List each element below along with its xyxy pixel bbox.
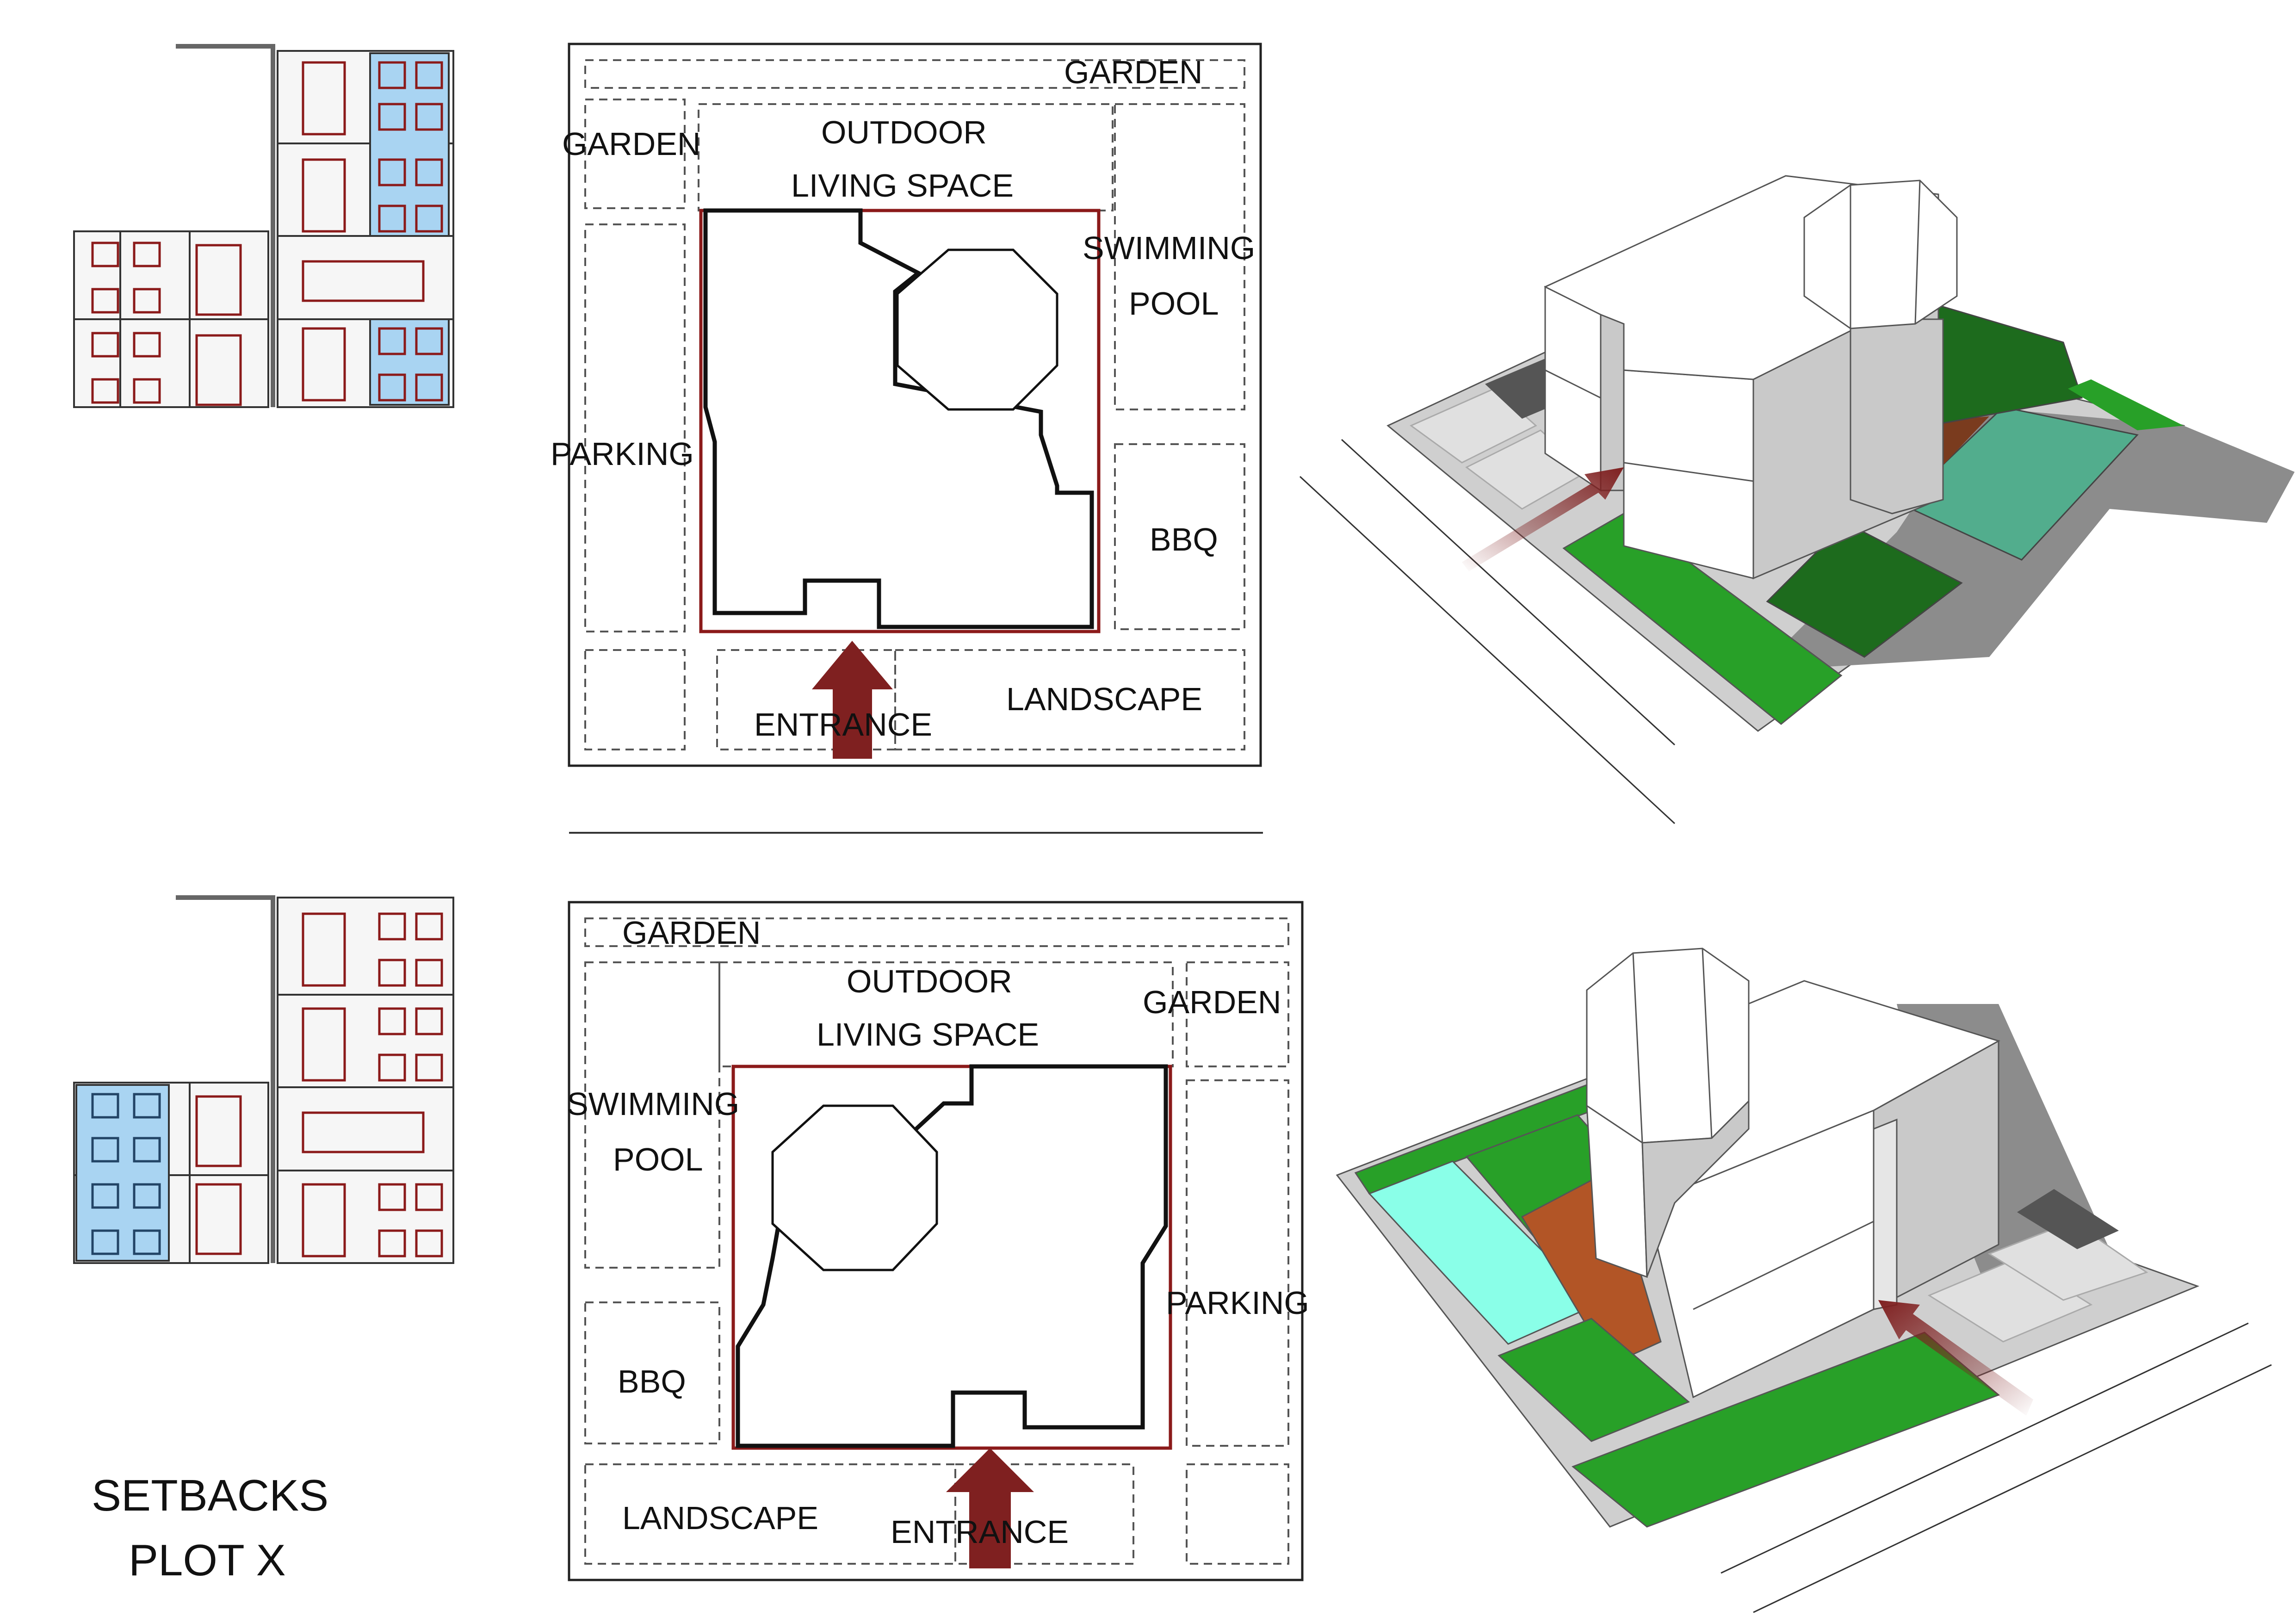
zone-bbq <box>584 1301 720 1444</box>
entrance-arrow <box>946 1448 1034 1568</box>
key-plan-bottom <box>73 895 454 1264</box>
zone-small <box>584 649 686 750</box>
light-green <box>2068 379 2184 430</box>
label-pool-2: POOL <box>613 1141 703 1177</box>
label-pool-1: SWIMMING <box>1083 230 1255 266</box>
octagon-tower <box>771 1104 938 1271</box>
label-bbq: BBQ <box>618 1363 686 1400</box>
building-face <box>1623 369 1754 579</box>
setback-line <box>731 1065 1172 1450</box>
caption-line2: PLOT X <box>129 1536 286 1585</box>
building-footprint <box>703 208 1094 629</box>
zone-garden-top <box>584 59 1245 89</box>
green-lawn <box>1498 1318 1690 1442</box>
zone-landscape <box>894 649 1245 750</box>
label-outdoor-1: OUTDOOR <box>847 963 1012 999</box>
entry-arrow <box>1878 1300 2033 1416</box>
label-garden-right: GARDEN <box>1143 984 1281 1020</box>
site-plan-bottom: GARDEN OUTDOOR LIVING SPACE GARDEN SWIMM… <box>567 901 1309 1581</box>
entry-arrow <box>1462 467 1624 571</box>
caption-line1: SETBACKS <box>92 1471 328 1520</box>
building-wing-side <box>1600 313 1625 491</box>
zone-garden-top <box>584 917 1289 947</box>
label-parking: PARKING <box>551 436 694 472</box>
brown-deck <box>1521 1169 1662 1366</box>
grey-pad <box>1927 1258 2093 1343</box>
label-pool-2: POOL <box>1129 285 1219 322</box>
zone-parking <box>584 223 686 632</box>
zone-bbq <box>1114 443 1245 630</box>
zone-entrance <box>954 1463 1134 1565</box>
tower-shade <box>1850 318 1944 514</box>
zone-swimming-pool <box>1114 103 1245 410</box>
label-parking: PARKING <box>1166 1285 1309 1321</box>
label-pool-1: SWIMMING <box>567 1086 739 1122</box>
zone-swimming-pool <box>584 961 720 1269</box>
label-outdoor-2: LIVING SPACE <box>791 167 1014 204</box>
key-plan-top <box>73 44 454 408</box>
zone-small <box>1186 1463 1289 1565</box>
site-plan-top: GARDEN GARDEN OUTDOOR LIVING SPACE SWIMM… <box>551 43 1262 767</box>
label-entrance: ENTRANCE <box>754 706 932 743</box>
grey-pad <box>1987 1220 2148 1301</box>
zone-garden-left <box>584 99 686 209</box>
green-lawn <box>1562 513 1843 725</box>
building-footprint <box>736 1064 1168 1448</box>
building-notch <box>1873 1118 1898 1310</box>
label-outdoor-1: OUTDOOR <box>821 114 987 150</box>
label-garden-left: GARDEN <box>562 126 700 162</box>
caption: SETBACKS PLOT X <box>92 1471 328 1585</box>
tower-top <box>1586 948 1750 1144</box>
tower-top <box>1803 180 1958 329</box>
massing-bottom <box>1336 948 2272 1613</box>
setback-line <box>699 209 1101 633</box>
label-garden-top: GARDEN <box>1064 54 1202 90</box>
massing-top <box>1299 175 2295 824</box>
grey-pad <box>1410 388 1537 464</box>
label-bbq: BBQ <box>1150 521 1218 558</box>
label-landscape: LANDSCAPE <box>1006 681 1202 717</box>
zone-garden-right <box>1186 961 1289 1067</box>
entrance-arrow <box>812 641 893 759</box>
site-boundary <box>568 901 1304 1581</box>
label-outdoor-2: LIVING SPACE <box>817 1016 1039 1053</box>
label-landscape: LANDSCAPE <box>622 1500 818 1536</box>
label-garden-top: GARDEN <box>622 915 761 951</box>
zone-parking <box>1186 1079 1289 1447</box>
dark-pad <box>2017 1189 2119 1249</box>
pool <box>1900 406 2139 561</box>
octagon-tower <box>896 248 1058 411</box>
label-entrance: ENTRANCE <box>891 1514 1069 1550</box>
